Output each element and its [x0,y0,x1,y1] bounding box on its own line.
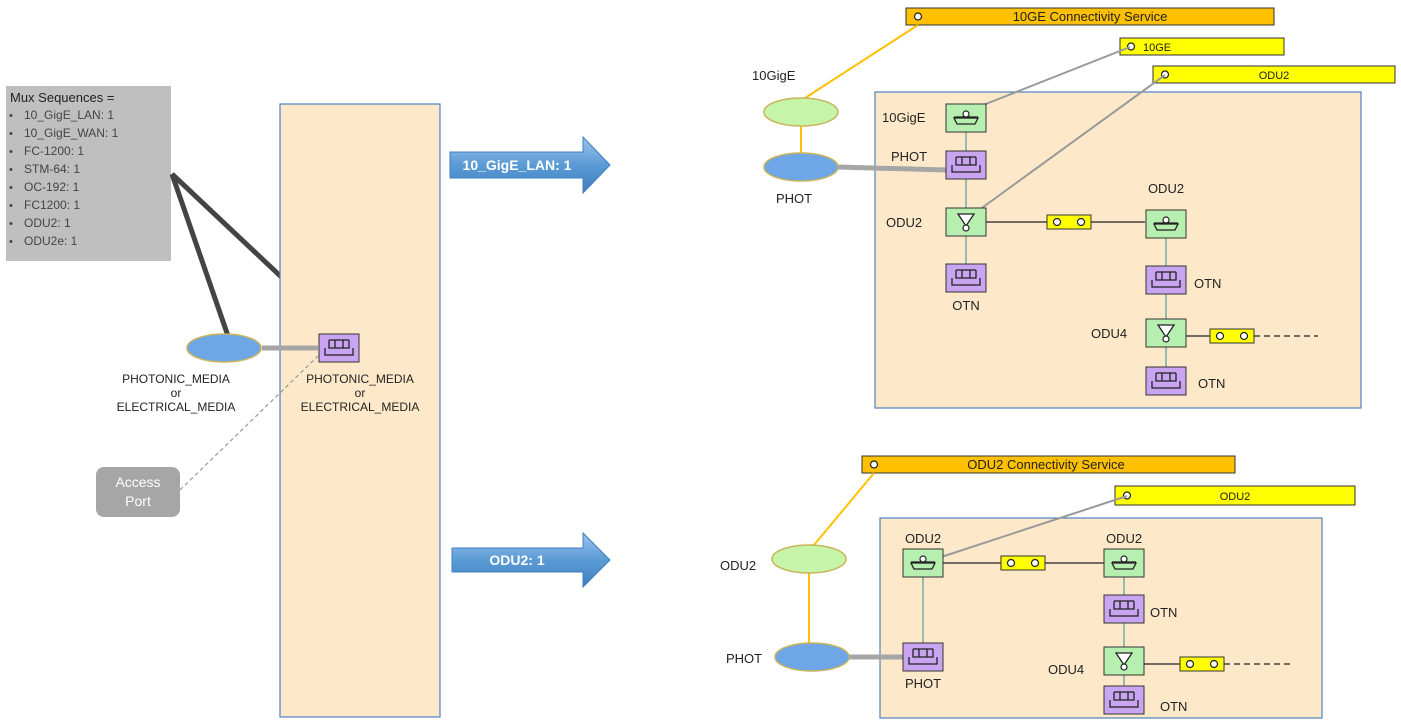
sip-ellipse[interactable] [186,333,262,363]
cep-to-10ge-link [967,46,1131,112]
access-port-box[interactable]: Access Port [96,467,180,517]
sip-top-label: 10GigE [752,68,796,83]
bottom-diagram: ODU2 Connectivity Service ODU2 ODU2 PHOT… [720,455,1356,719]
mux-item-bullet: • [9,164,13,176]
bar-odu2[interactable]: ODU2 [1152,65,1396,84]
lbl-odu4: ODU4 [1091,326,1127,341]
top-node-container [874,91,1362,409]
cep-odu2-right-icon[interactable] [1145,209,1187,239]
media-label-line2: ELECTRICAL_MEDIA [117,400,236,414]
mux-panel-title: Mux Sequences = [10,90,114,105]
cep-odu2-left-icon[interactable] [902,548,944,578]
mux-item-bullet: • [9,182,13,194]
mux-item: OC-192: 1 [24,180,80,194]
lbl-otn-right1: OTN [1150,605,1177,620]
service-bar-label: ODU2 Connectivity Service [967,457,1125,472]
mux-item-bullet: • [9,128,13,140]
cep-10gige-icon[interactable] [945,103,987,133]
bottom-node-container [879,517,1323,719]
nep-otn-right1-icon[interactable] [1103,594,1145,624]
cep-odu2-right-icon[interactable] [1103,548,1145,578]
sip-phot-ellipse[interactable] [774,642,850,672]
node-label-or: or [355,386,366,400]
nep-phot-icon[interactable] [902,642,944,672]
mux-item-bullet: • [9,200,13,212]
bar-odu2[interactable]: ODU2 [1114,485,1356,506]
bar-odu2-label: ODU2 [1220,491,1251,503]
node-label-line1: PHOTONIC_MEDIA [306,372,414,386]
panel-connector-line [169,173,231,337]
bar-10ge[interactable]: 10GE [1119,37,1285,56]
cep-odu4-icon[interactable] [1145,318,1187,348]
sip-bottom-label: PHOT [726,651,762,666]
lbl-otn-right2: OTN [1198,376,1225,391]
service-link [808,472,875,552]
mux-item: ODU2: 1 [24,216,71,230]
lbl-phot: PHOT [905,676,941,691]
lbl-otn-right1: OTN [1194,276,1221,291]
bar-odu2-label: ODU2 [1259,70,1290,82]
nep-phot-icon[interactable] [945,150,987,180]
mux-item-bullet: • [9,146,13,158]
link-odu2-yellow[interactable] [1000,555,1046,571]
nep-otn-right1-icon[interactable] [1145,265,1187,295]
link-odu4-yellow[interactable] [1179,656,1225,672]
media-label-line1: PHOTONIC_MEDIA [122,372,230,386]
mux-item: 10_GigE_WAN: 1 [24,126,119,140]
lbl-odu4: ODU4 [1048,662,1084,677]
lbl-otn-right2: OTN [1160,699,1187,714]
lbl-odu2-right: ODU2 [1106,531,1142,546]
lbl-10gige: 10GigE [882,110,926,125]
nep-otn-right2-icon[interactable] [1145,366,1187,396]
arrow-10gige-lan: 10_GigE_LAN: 1 [449,135,611,195]
access-port-line2: Port [125,493,151,509]
lbl-odu2-right: ODU2 [1148,181,1184,196]
arrow-top-label: 10_GigE_LAN: 1 [463,157,572,173]
lbl-phot: PHOT [891,149,927,164]
phot-link [837,164,947,173]
lbl-odu2-left: ODU2 [905,531,941,546]
top-diagram: 10GE Connectivity Service 10GE ODU2 10Gi… [752,7,1396,409]
nep-otn-left-icon[interactable] [945,263,987,293]
mux-items-list: • 10_GigE_LAN: 1 • 10_GigE_WAN: 1 • FC-1200: … [9,108,119,248]
mux-item: ODU2e: 1 [24,234,78,248]
lbl-otn-left: OTN [952,298,979,313]
mux-item-bullet: • [9,236,13,248]
sip-10gige-ellipse[interactable] [763,97,839,127]
service-bar-label: 10GE Connectivity Service [1013,9,1168,24]
lbl-odu2-left: ODU2 [886,215,922,230]
node-edge-point-container [279,103,441,718]
mux-item: FC1200: 1 [24,198,80,212]
bar-10ge-label: 10GE [1143,42,1171,54]
sip-bottom-label: PHOT [776,191,812,206]
mux-item: FC-1200: 1 [24,144,84,158]
cep-odu4-icon[interactable] [1103,646,1145,676]
nep-otn-right2-icon[interactable] [1103,685,1145,715]
sip-odu2-ellipse[interactable] [771,544,847,574]
link-odu2-yellow[interactable] [1046,214,1092,230]
service-link [801,24,919,101]
sip-phot-ellipse[interactable] [763,152,839,182]
cep-odu2-left-icon[interactable] [945,207,987,237]
nep-photonic-icon[interactable] [318,333,360,363]
mux-item: STM-64: 1 [24,162,80,176]
service-bar-odu2[interactable]: ODU2 Connectivity Service [861,455,1236,474]
mux-item-bullet: • [9,110,13,122]
media-label-or: or [171,386,182,400]
cep-to-odu2-link [967,74,1166,219]
service-bar-10ge[interactable]: 10GE Connectivity Service [905,7,1275,26]
mux-item-bullet: • [9,218,13,230]
mux-item: 10_GigE_LAN: 1 [24,108,114,122]
arrow-bottom-label: ODU2: 1 [489,552,544,568]
node-label-line2: ELECTRICAL_MEDIA [301,400,420,414]
arrow-odu2: ODU2: 1 [451,531,611,589]
mux-sequences-panel: Mux Sequences = • 10_GigE_LAN: 1 • 10_GigE_… [6,86,171,261]
sip-top-label: ODU2 [720,558,756,573]
cep-to-odu2-link [925,495,1128,563]
link-odu4-yellow[interactable] [1209,328,1255,344]
access-port-line1: Access [115,474,160,490]
